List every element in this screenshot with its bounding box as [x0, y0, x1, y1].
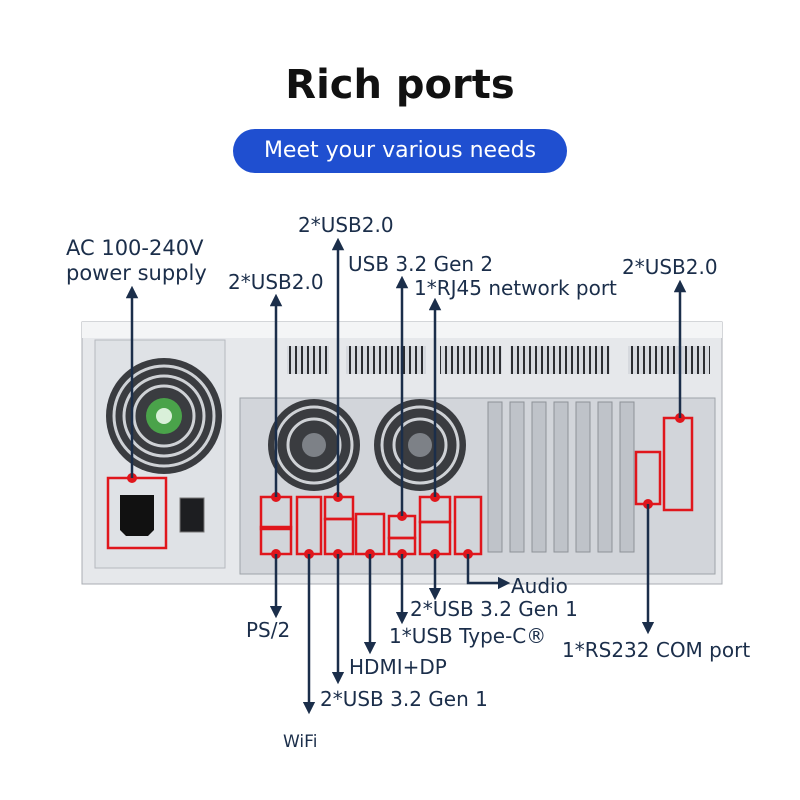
label-rj45: 1*RJ45 network port [414, 276, 617, 300]
label-audio: Audio [511, 574, 568, 598]
callout-arrows [125, 237, 687, 715]
label-usb32-gen2: USB 3.2 Gen 2 [348, 252, 494, 276]
label-usb20-left: 2*USB2.0 [228, 270, 324, 294]
psu-fan [106, 358, 222, 474]
label-usb20-right: 2*USB2.0 [622, 255, 718, 279]
label-usb-typec: 1*USB Type-C® [389, 624, 547, 648]
page-title: Rich ports [285, 62, 515, 108]
label-rs232: 1*RS232 COM port [562, 638, 751, 662]
label-wifi: WiFi [283, 732, 318, 752]
top-vents [287, 346, 710, 374]
label-ac-power-2: power supply [66, 261, 207, 285]
label-ps2: PS/2 [246, 618, 291, 642]
ac-inlet [120, 495, 154, 536]
label-hdmi-dp: HDMI+DP [349, 655, 447, 679]
label-usb20-top: 2*USB2.0 [298, 213, 394, 237]
expansion-slots [487, 401, 635, 553]
subtitle-badge: Meet your various needs [233, 129, 567, 173]
label-usb32-gen1-b: 2*USB 3.2 Gen 1 [320, 687, 488, 711]
label-usb32-gen1-a: 2*USB 3.2 Gen 1 [410, 597, 578, 621]
power-switch [179, 497, 205, 533]
label-ac-power: AC 100-240V [66, 236, 204, 260]
